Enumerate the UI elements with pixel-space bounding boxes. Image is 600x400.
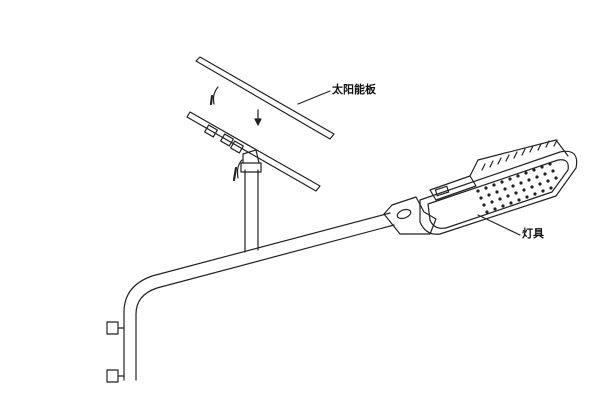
mounting-bracket [106, 321, 125, 383]
solar-panel-label: 太阳能板 [332, 83, 376, 96]
assembly-arrow [254, 109, 262, 126]
heat-sink-fins [481, 139, 558, 171]
lamp-arm-pole [123, 212, 395, 381]
led-lamp-head [383, 139, 578, 235]
panel-mount-frame [186, 111, 321, 192]
solar-panel-leader [297, 90, 331, 105]
lamp-label: 灯具 [522, 227, 544, 240]
panel-support-pole [240, 149, 262, 253]
solar-panel [195, 56, 335, 140]
led-array [476, 162, 558, 214]
lamp-leader [477, 214, 521, 236]
